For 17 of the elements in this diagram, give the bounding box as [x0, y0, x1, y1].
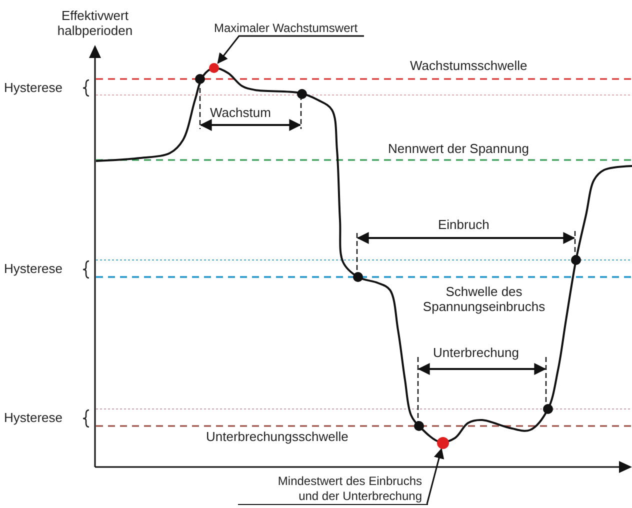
- threshold-label: Schwelle des Spannungseinbruchs: [422, 284, 546, 314]
- threshold-label: Unterbrechungsschwelle: [206, 429, 348, 444]
- callout-text: Maximaler Wachstumswert: [214, 21, 384, 36]
- leader-line: [426, 448, 444, 504]
- extreme-point: [209, 63, 219, 73]
- callout-text: Mindestwert des Einbruchs und der Unterbrechung: [238, 474, 428, 505]
- threshold-label: Nennwert der Spannung: [388, 141, 529, 156]
- hysteresis-label: Hysterese: [4, 261, 63, 276]
- dimension-label: Einbruch: [438, 217, 490, 232]
- hysteresis-label: Hysterese: [4, 80, 63, 95]
- dimension-label: Unterbrechung: [433, 345, 519, 360]
- dimension-label: Wachstum: [210, 105, 271, 120]
- extreme-point: [437, 437, 449, 449]
- threshold-label: Wachstumsschwelle: [410, 58, 528, 73]
- hysteresis-label: Hysterese: [4, 410, 63, 425]
- axis-title: Effektivwert halbperioden: [56, 8, 134, 38]
- leader-line: [217, 35, 364, 64]
